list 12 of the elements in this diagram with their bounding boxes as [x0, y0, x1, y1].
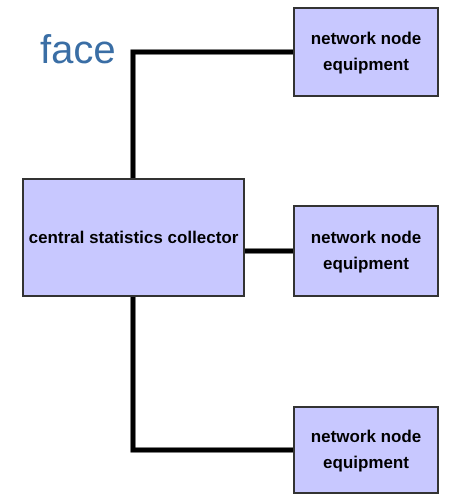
box-label: network node equipment — [310, 426, 422, 474]
process-box — [293, 7, 439, 97]
title: face — [40, 30, 116, 70]
process-box — [293, 205, 439, 297]
process-box — [293, 406, 439, 494]
connector-line — [245, 248, 293, 254]
box-label: network node equipment — [310, 227, 422, 275]
process-box — [22, 178, 245, 297]
connector-line — [130, 50, 293, 178]
box-label: central statistics collector — [28, 226, 240, 248]
box-label: network node equipment — [310, 28, 422, 76]
connector-line — [130, 297, 293, 452]
